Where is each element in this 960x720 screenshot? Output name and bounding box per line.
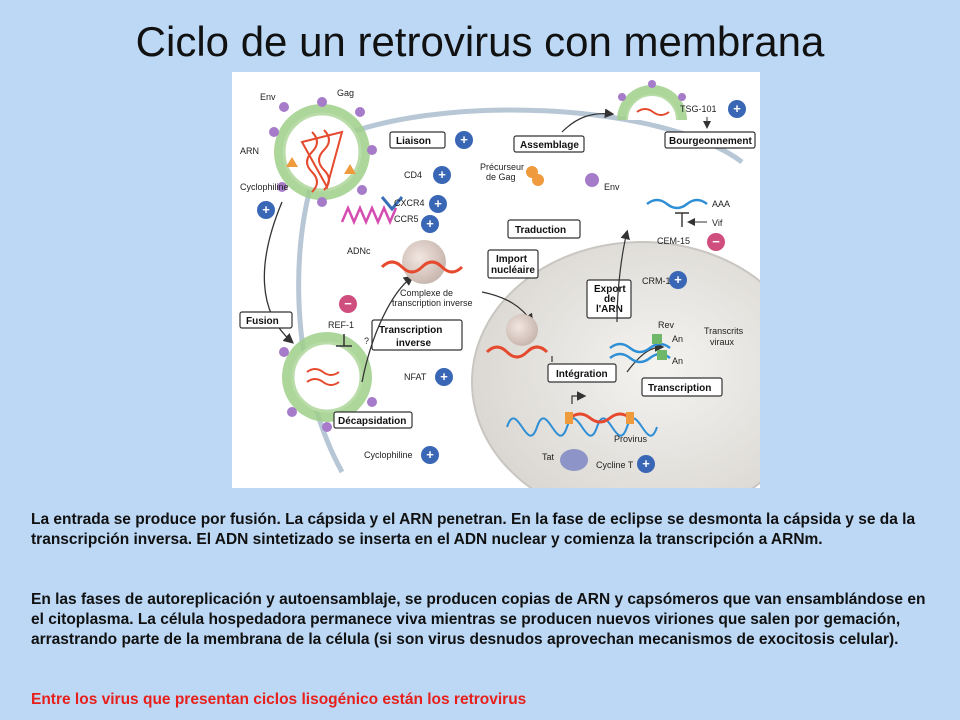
paragraph-lysogenic-note: Entre los virus que presentan ciclos lis… — [31, 691, 527, 708]
label-adnc: ADNc — [347, 246, 371, 256]
svg-text:+: + — [460, 132, 468, 147]
label-transcrits-1: Transcrits — [704, 326, 744, 336]
svg-text:+: + — [438, 167, 446, 182]
box-assemblage: Assemblage — [513, 135, 585, 153]
svg-text:Décapsidation: Décapsidation — [338, 416, 406, 427]
svg-text:+: + — [434, 196, 442, 211]
label-env-mid: Env — [604, 182, 620, 192]
plus-icon: + — [435, 368, 453, 386]
label-arn: ARN — [240, 146, 259, 156]
svg-text:Intégration: Intégration — [556, 369, 608, 380]
label-env: Env — [260, 92, 276, 102]
label-tsg101: TSG-101 — [680, 104, 717, 114]
svg-text:Transcription: Transcription — [379, 325, 442, 336]
virion-budding — [617, 80, 687, 121]
label-precurseur-2: de Gag — [486, 172, 516, 182]
plus-icon: + — [257, 201, 275, 219]
plus-icon: + — [429, 195, 447, 213]
svg-text:+: + — [642, 456, 650, 471]
paragraph-replication: En las fases de autoreplicación y autoen… — [31, 591, 926, 648]
retrovirus-cycle-diagram: Env Gag ARN Cyclophiline + Liaison + CD4… — [232, 72, 760, 488]
svg-text:+: + — [426, 447, 434, 462]
svg-text:Transcription: Transcription — [648, 383, 711, 394]
plus-icon: + — [455, 131, 473, 149]
svg-text:l'ARN: l'ARN — [596, 304, 623, 315]
complexe-transcription-inverse — [402, 240, 446, 284]
box-export-arn: Export de l'ARN — [586, 279, 632, 319]
svg-text:Import: Import — [496, 254, 528, 265]
svg-text:Export: Export — [594, 284, 626, 295]
label-aaa: AAA — [712, 199, 730, 209]
plus-icon: + — [728, 100, 746, 118]
label-nfat: NFAT — [404, 372, 427, 382]
label-complexe-2: transcription inverse — [392, 298, 473, 308]
box-liaison: Liaison — [389, 131, 446, 149]
paragraph-entry: La entrada se produce por fusión. La cáp… — [31, 511, 916, 548]
box-traduction: Traduction — [507, 219, 581, 239]
svg-text:−: − — [344, 296, 352, 311]
label-precurseur-1: Précurseur — [480, 162, 524, 172]
diagram-svg: Env Gag ARN Cyclophiline + Liaison + CD4… — [239, 80, 760, 488]
box-bourgeonnement: Bourgeonnement — [664, 131, 756, 149]
label-gag: Gag — [337, 88, 354, 98]
plus-icon: + — [433, 166, 451, 184]
label-provirus: Provirus — [614, 434, 648, 444]
mrna-aaa — [646, 198, 708, 210]
label-cxcr4: CXCR4 — [394, 198, 425, 208]
box-decapsidation: Décapsidation — [333, 411, 413, 429]
svg-text:Traduction: Traduction — [515, 225, 566, 236]
provirus-dna — [569, 412, 631, 424]
svg-text:+: + — [262, 202, 270, 217]
label-cyclophiline-bottom: Cyclophiline — [364, 450, 413, 460]
svg-text:de: de — [604, 294, 616, 305]
label-tat: Tat — [542, 452, 555, 462]
label-complexe-1: Complexe de — [400, 288, 453, 298]
virion-free — [269, 97, 377, 207]
label-cyclophiline-top: Cyclophiline — [240, 182, 289, 192]
minus-icon: − — [339, 295, 357, 313]
plus-icon: + — [669, 271, 687, 289]
label-ref1: REF-1 — [328, 320, 354, 330]
svg-text:Fusion: Fusion — [246, 316, 279, 327]
label-rev: Rev — [658, 320, 675, 330]
plus-icon: + — [637, 455, 655, 473]
svg-text:Liaison: Liaison — [396, 136, 431, 147]
receptor-cxcr4 — [340, 204, 398, 226]
label-an-1: An — [672, 334, 683, 344]
tat-cycline-complex — [560, 449, 588, 471]
svg-text:−: − — [712, 234, 720, 249]
page-title: Ciclo de un retrovirus con membrana — [135, 18, 825, 65]
svg-text:Assemblage: Assemblage — [520, 140, 579, 151]
svg-text:+: + — [733, 101, 741, 116]
box-transcription-inverse: Transcription inverse — [371, 319, 463, 351]
label-cem15: CEM-15 — [657, 236, 690, 246]
label-an-2: An — [672, 356, 683, 366]
label-transcrits-2: viraux — [710, 337, 735, 347]
box-integration: Intégration — [547, 363, 617, 383]
box-transcription: Transcription — [641, 377, 723, 397]
svg-text:Bourgeonnement: Bourgeonnement — [669, 136, 752, 147]
label-cd4: CD4 — [404, 170, 422, 180]
label-crm1: CRM-1 — [642, 276, 671, 286]
svg-text:nucléaire: nucléaire — [491, 265, 535, 276]
svg-text:+: + — [426, 216, 434, 231]
label-question: ? — [364, 336, 369, 346]
label-vif: Vif — [712, 218, 723, 228]
label-cycline-t: Cycline T — [596, 460, 634, 470]
plus-icon: + — [421, 215, 439, 233]
virion-fusion — [279, 332, 377, 432]
svg-text:+: + — [674, 272, 682, 287]
env-precursor — [585, 173, 599, 187]
box-fusion: Fusion — [239, 311, 293, 329]
svg-text:+: + — [440, 369, 448, 384]
svg-text:inverse: inverse — [396, 338, 431, 349]
minus-icon: − — [707, 233, 725, 251]
box-import-nucleaire: Import nucléaire — [487, 249, 539, 279]
plus-icon: + — [421, 446, 439, 464]
label-ccr5: CCR5 — [394, 214, 419, 224]
